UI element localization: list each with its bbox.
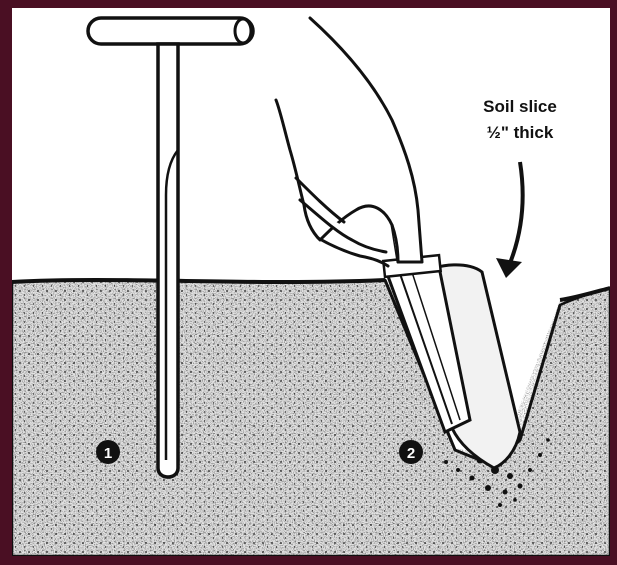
frame-bottom: [0, 556, 617, 560]
caption-line-2: ½" thick: [487, 123, 554, 142]
marker-1: 1: [96, 440, 120, 464]
probe-t-handle: [88, 18, 253, 44]
probe-handle-end: [235, 19, 251, 43]
probe-shaft: [158, 44, 178, 477]
caption-line-1: Soil slice: [483, 97, 557, 116]
marker-2: 2: [399, 440, 423, 464]
frame-top: [0, 0, 617, 8]
frame-right: [610, 0, 617, 560]
marker-2-label: 2: [407, 445, 415, 462]
frame-left: [0, 0, 12, 560]
marker-1-label: 1: [104, 445, 112, 462]
